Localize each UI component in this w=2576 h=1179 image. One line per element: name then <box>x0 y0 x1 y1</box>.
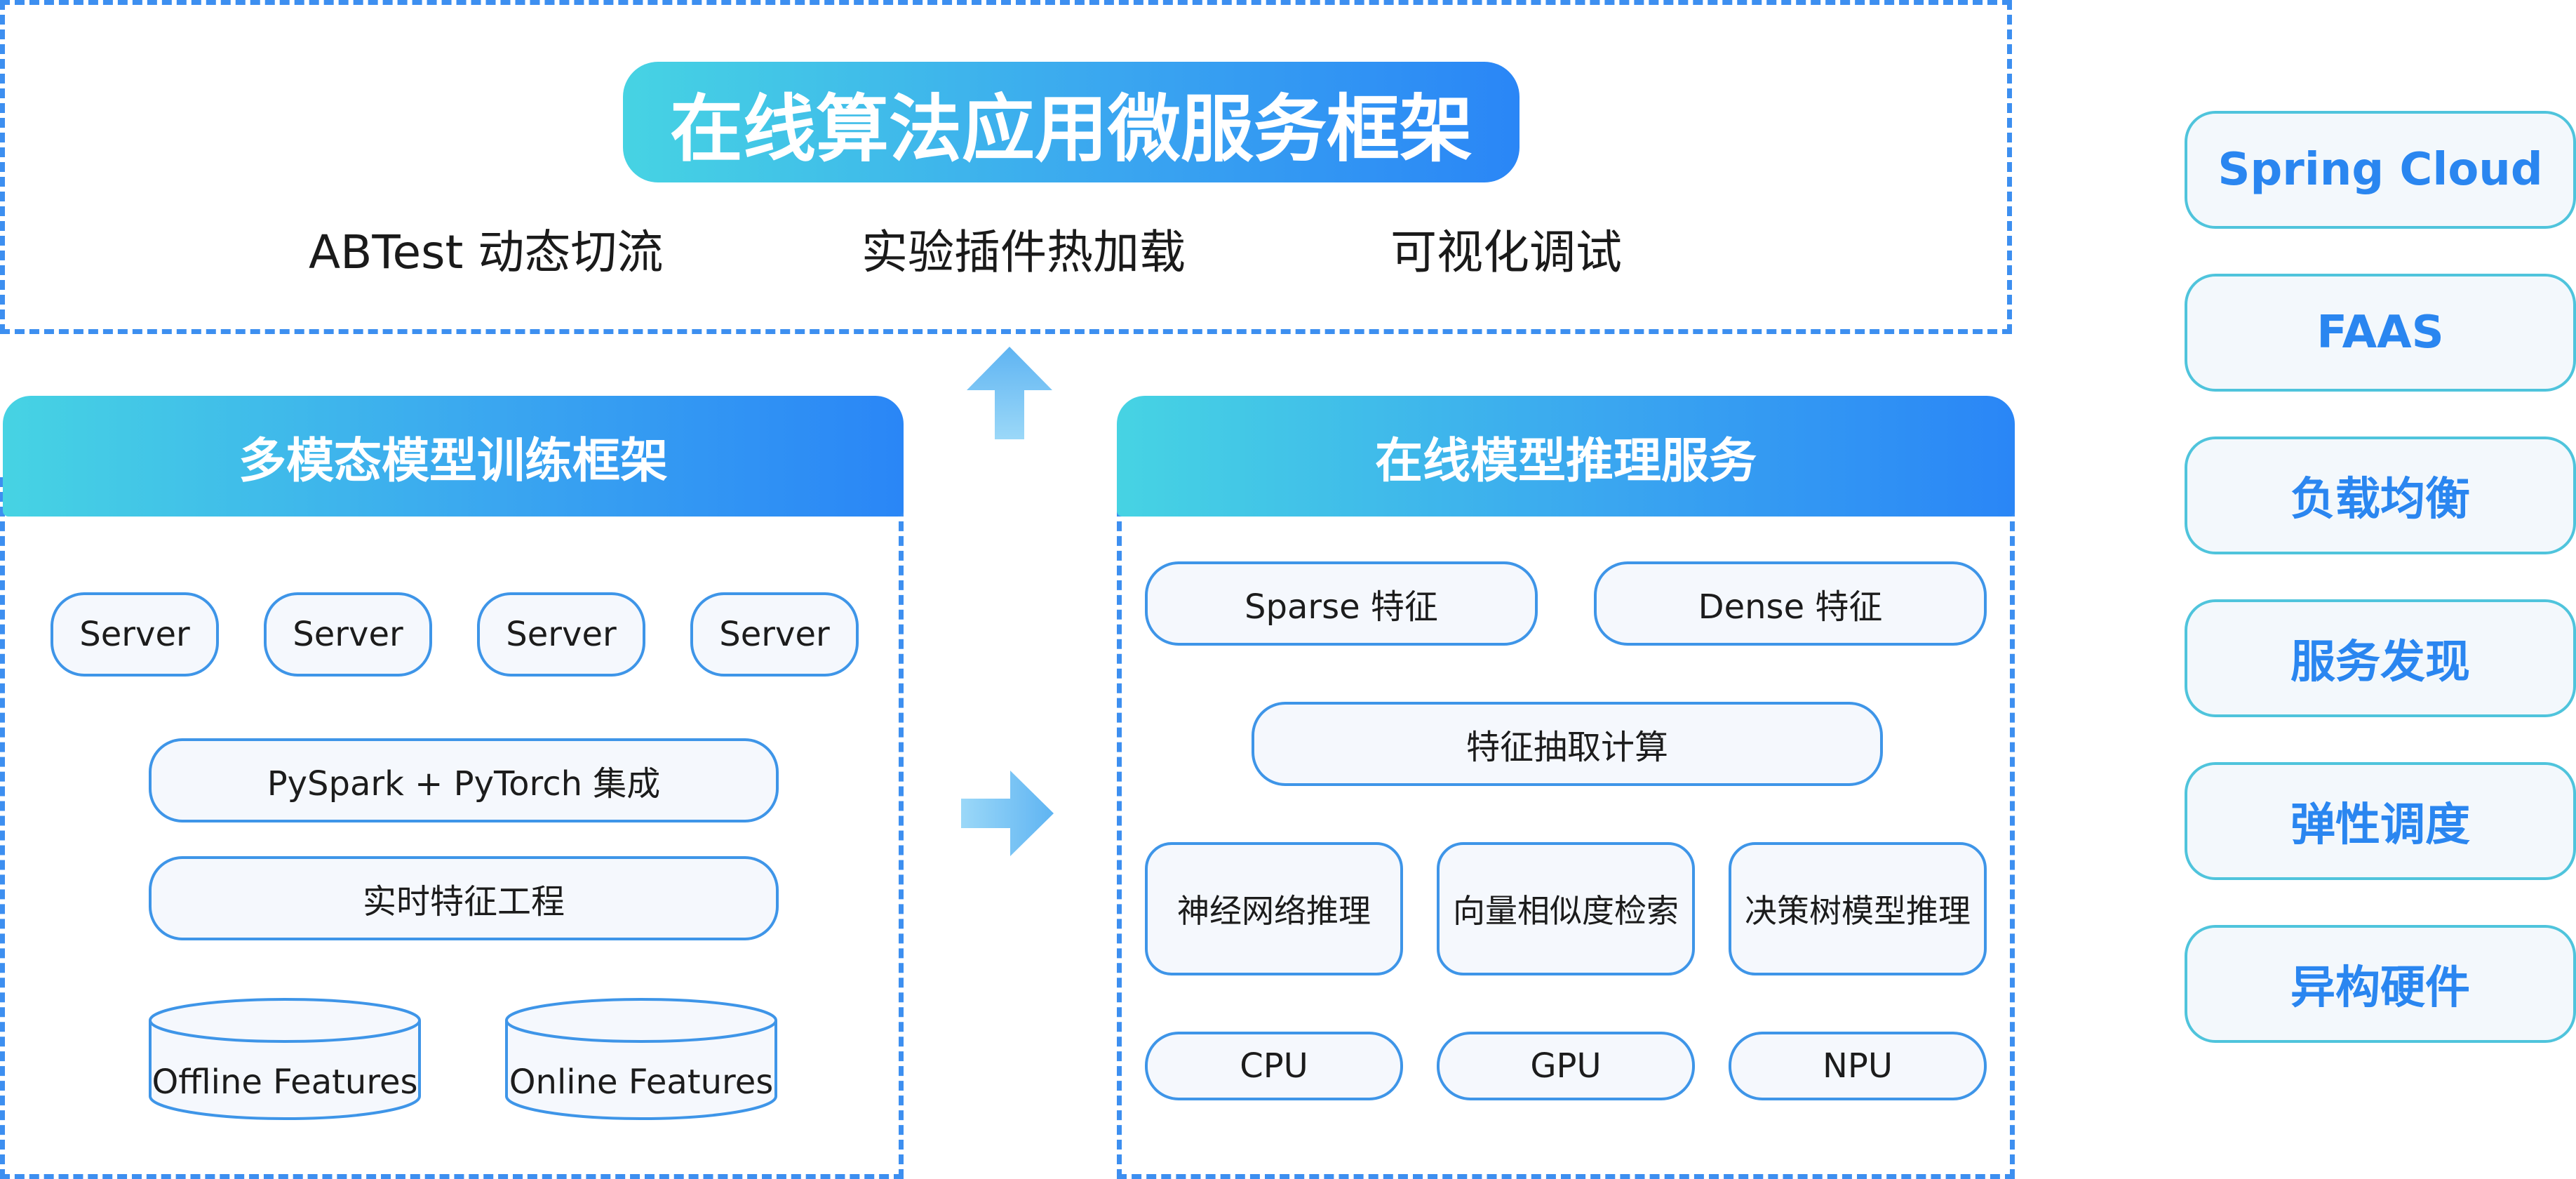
top-feature-visual-debug: 可视化调试 <box>1390 225 1622 279</box>
infra-load-balancing: 负载均衡 <box>2185 437 2576 554</box>
server-node: Server <box>477 592 645 677</box>
neural-network-inference: 神经网络推理 <box>1145 842 1403 975</box>
top-framework-panel <box>0 0 2012 334</box>
infra-elastic-scheduling: 弹性调度 <box>2185 762 2576 880</box>
inference-service-title: 在线模型推理服务 <box>1117 396 2015 517</box>
hardware-cpu: CPU <box>1145 1032 1403 1100</box>
dense-feature: Dense 特征 <box>1594 561 1987 646</box>
server-node: Server <box>690 592 859 677</box>
sparse-feature: Sparse 特征 <box>1145 561 1538 646</box>
right-arrow-icon <box>961 771 1054 856</box>
online-features-store: Online Features <box>504 997 779 1121</box>
infra-faas: FAAS <box>2185 274 2576 392</box>
top-framework-title: 在线算法应用微服务框架 <box>623 62 1520 182</box>
inference-service-panel <box>1117 477 2015 1179</box>
vector-similarity-search: 向量相似度检索 <box>1437 842 1695 975</box>
feature-extraction-compute: 特征抽取计算 <box>1252 702 1883 786</box>
top-feature-abtest: ABTest 动态切流 <box>309 225 664 279</box>
realtime-feature-engineering: 实时特征工程 <box>149 856 779 940</box>
offline-features-label: Offline Features <box>152 1063 418 1102</box>
training-framework-panel <box>0 477 904 1179</box>
server-node: Server <box>264 592 432 677</box>
hardware-gpu: GPU <box>1437 1032 1695 1100</box>
online-features-label: Online Features <box>509 1063 774 1102</box>
offline-features-store: Offline Features <box>147 997 422 1121</box>
pyspark-pytorch-integration: PySpark + PyTorch 集成 <box>149 738 779 822</box>
infra-spring-cloud: Spring Cloud <box>2185 111 2576 229</box>
infra-service-discovery: 服务发现 <box>2185 599 2576 717</box>
infra-heterogeneous-hardware: 异构硬件 <box>2185 925 2576 1043</box>
top-feature-hot-reload: 实验插件热加载 <box>861 225 1186 279</box>
server-node: Server <box>51 592 219 677</box>
up-arrow-icon <box>967 347 1052 439</box>
decision-tree-inference: 决策树模型推理 <box>1729 842 1987 975</box>
hardware-npu: NPU <box>1729 1032 1987 1100</box>
training-framework-title: 多模态模型训练框架 <box>3 396 904 517</box>
